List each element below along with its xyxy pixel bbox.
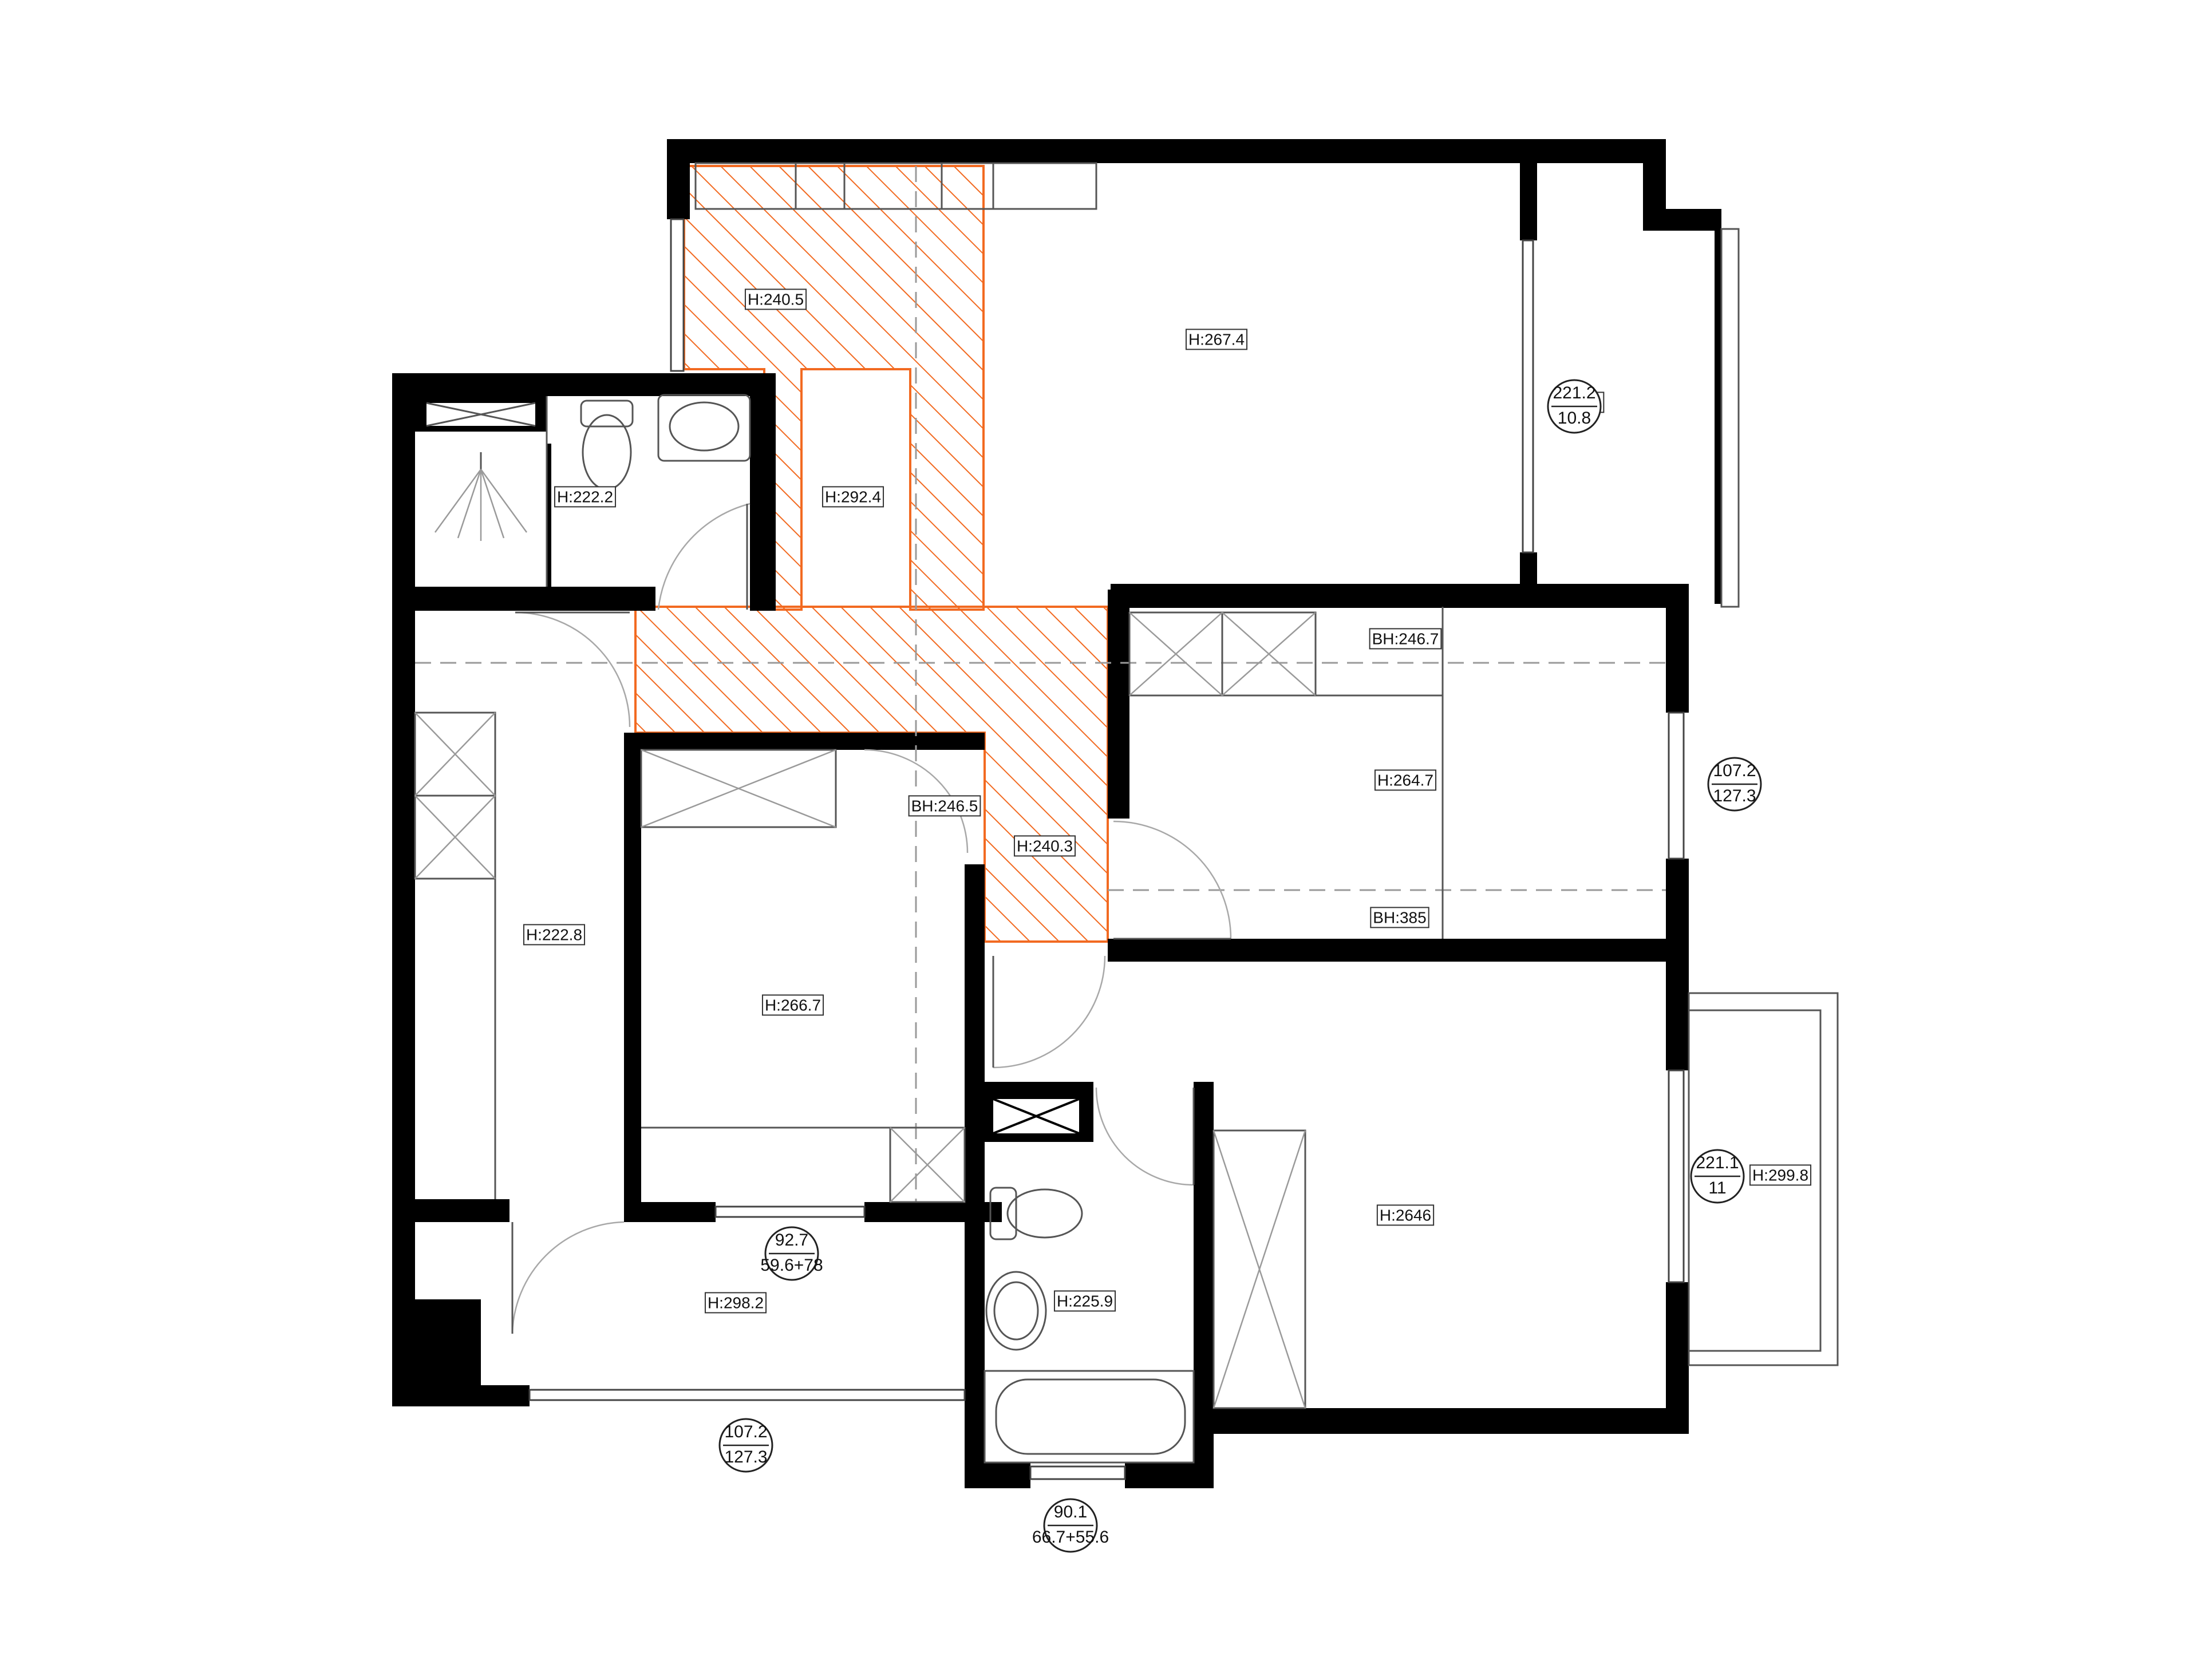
room-label-bedroom-east-beam: BH:246.7	[1369, 628, 1442, 650]
room-label-mid-beam: BH:246.5	[908, 795, 981, 817]
room-label-text: H:298.2	[708, 1294, 764, 1311]
shower-icon	[434, 396, 548, 587]
room-label-text: H:222.2	[557, 488, 613, 505]
room-label-master: H:2646	[1376, 1204, 1435, 1226]
room-label-text: H:266.7	[765, 996, 821, 1014]
sink-icon	[657, 394, 751, 462]
window-tag-top: 92.7	[775, 1231, 808, 1250]
window-tag-bottom: 59.6+78	[760, 1256, 823, 1275]
wardrobe-icon	[1128, 607, 1444, 939]
room-label-north-hatch: H:240.5	[744, 288, 807, 310]
window-tag-top: 221.2	[1553, 384, 1595, 402]
window-east-bedroom	[1668, 711, 1685, 860]
balcony-east	[1688, 992, 1839, 1366]
hatched-area	[634, 165, 1109, 943]
room-label-text: BH:385	[1373, 908, 1426, 926]
window-tag-top: 107.2	[1713, 761, 1756, 780]
wardrobe-icon	[414, 711, 496, 1199]
duct-cross-icon	[993, 1098, 1080, 1135]
window-tag-top: 90.1	[1054, 1503, 1087, 1521]
window-tag-bottom: 11	[1708, 1179, 1726, 1197]
room-label-text: BH:246.5	[911, 797, 978, 815]
window-south-dining	[528, 1389, 966, 1401]
room-label-text: H:240.3	[1017, 837, 1073, 855]
doors	[511, 503, 1232, 1334]
toilet-icon	[580, 400, 634, 491]
toilet-icon	[989, 1187, 1083, 1240]
window-north-left	[670, 218, 685, 372]
window-east-master	[1668, 1069, 1685, 1283]
room-label-text: H:225.9	[1057, 1292, 1113, 1310]
bathtub-icon	[984, 1370, 1195, 1464]
window-tag-top: 107.2	[724, 1422, 767, 1441]
room-label-text: H:292.4	[825, 488, 881, 505]
window-tag-win-south-dining: 107.2 127.3	[718, 1418, 773, 1473]
room-label-text: H:267.4	[1188, 330, 1245, 348]
windows	[528, 218, 1685, 1480]
window-tag-win-mid-bedroom: 92.7 59.6+78	[760, 1226, 823, 1281]
room-label-text: H:299.8	[1752, 1166, 1808, 1184]
window-tag-top: 221.1	[1696, 1153, 1739, 1172]
window-north-balcony	[1522, 239, 1534, 554]
room-label-corridor-north: H:292.4	[821, 486, 884, 508]
room-label-text: H:2646	[1380, 1206, 1431, 1224]
window-mid-bedroom	[714, 1205, 866, 1218]
room-label-text: H:222.8	[526, 926, 582, 943]
cabinets	[414, 162, 1444, 1409]
room-label-dining-bottom: H:298.2	[704, 1292, 767, 1314]
room-label-bedroom-east-beam-2: BH:385	[1370, 907, 1429, 928]
beam-lines	[415, 166, 1666, 1202]
room-label-text: BH:246.7	[1372, 630, 1439, 647]
window-tag-win-north-balcony: 221.2 10.8	[1547, 379, 1602, 434]
room-label-toilet-top: H:222.2	[554, 486, 617, 508]
room-label-text: H:240.5	[748, 290, 804, 308]
window-bath	[1029, 1465, 1126, 1480]
room-label-kitchen: H:222.8	[523, 924, 586, 946]
room-label-hall-hatch: H:240.3	[1013, 835, 1076, 857]
duct-cross-icon	[415, 396, 547, 432]
window-tag-win-east-master: 221.1 11	[1690, 1149, 1745, 1204]
window-tag-win-east-bedroom: 107.2 127.3	[1707, 757, 1762, 812]
room-label-bath-bottom: H:225.9	[1053, 1290, 1116, 1312]
wardrobe-icon	[640, 749, 966, 1203]
room-label-balcony-east: H:299.8	[1749, 1164, 1812, 1186]
wardrobe-icon	[1212, 1129, 1306, 1409]
sink-icon	[985, 1271, 1047, 1351]
room-label-bedroom-mid: H:266.7	[761, 994, 824, 1016]
room-labels: H:240.5H:267.4H:301H:222.2H:292.4BH:246.…	[523, 288, 1812, 1314]
room-label-bedroom-east: H:264.7	[1374, 769, 1437, 791]
window-tag-bottom: 127.3	[724, 1448, 767, 1466]
window-tag-bottom: 10.8	[1558, 409, 1591, 428]
room-label-living: H:267.4	[1185, 329, 1248, 350]
window-tags: 221.2 10.8 107.2 127.3 221.1 11 92.7 59.6+78 107…	[718, 379, 1762, 1553]
wardrobe-icon	[694, 162, 1097, 210]
window-tag-win-bath: 90.1 66.7+55.6	[1032, 1498, 1109, 1553]
hatched-area-north	[683, 165, 985, 611]
window-tag-bottom: 66.7+55.6	[1032, 1528, 1109, 1547]
room-label-text: H:264.7	[1377, 771, 1433, 789]
hatched-area-hall	[634, 606, 1109, 943]
window-tag-bottom: 127.3	[1713, 786, 1756, 805]
balcony-north	[1720, 228, 1740, 608]
